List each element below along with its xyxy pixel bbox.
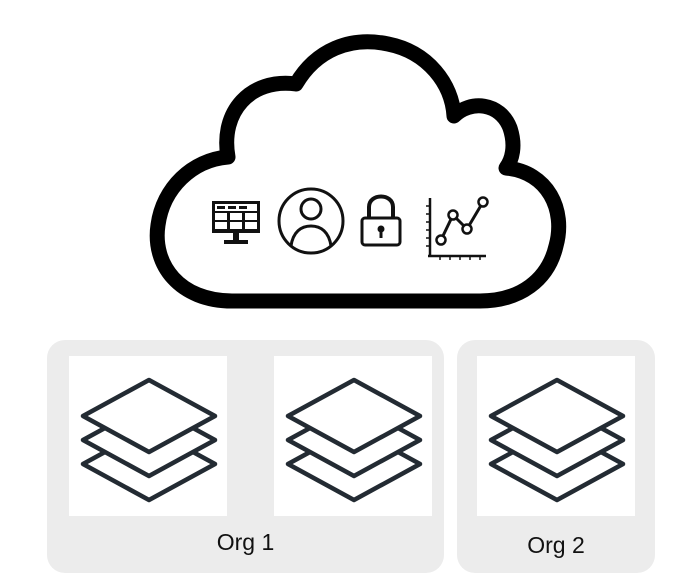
- line-chart-icon: [426, 196, 489, 260]
- org-2-panel: Org 2: [457, 340, 655, 573]
- org-label: Org 1: [216, 529, 275, 555]
- padlock-icon: [360, 194, 402, 247]
- user-circle-icon: [277, 187, 345, 255]
- cloud-shape: [149, 34, 567, 309]
- org-1-panel: Org 1: [47, 340, 444, 573]
- monitor-dashboard-icon: [212, 201, 260, 244]
- layers-icon: [488, 377, 626, 503]
- cloud-diagram: [149, 34, 567, 309]
- org-label: Org 2: [527, 532, 585, 558]
- layers-icon: [285, 377, 423, 503]
- layers-stack-tile: [274, 356, 432, 516]
- layers-icon: [80, 377, 218, 503]
- layers-stack-tile: [477, 356, 635, 516]
- layers-stack-tile: [69, 356, 227, 516]
